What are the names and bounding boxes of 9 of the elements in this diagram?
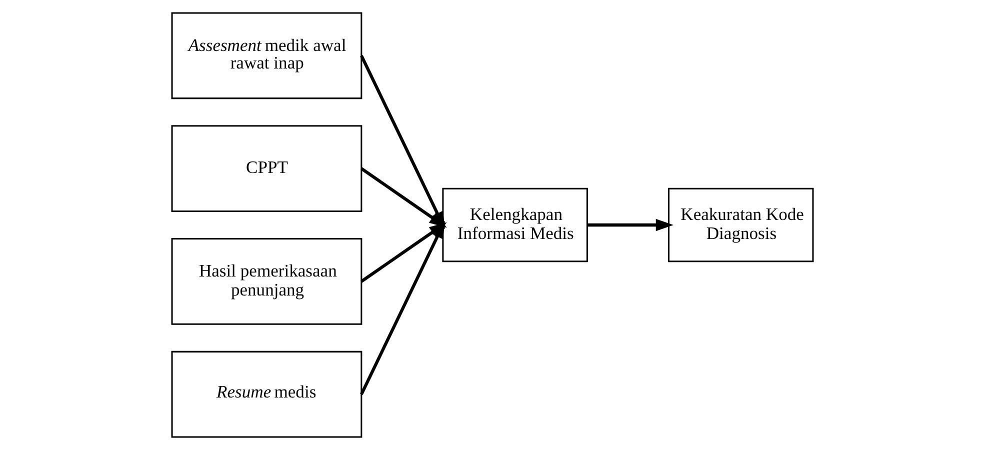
node-box: Hasil pemerikasaan penunjang (170, 238, 362, 325)
node-box: Kelengkapan Informasi Medis (442, 188, 588, 262)
arrow (586, 218, 673, 232)
arrow (360, 167, 446, 228)
node-box: CPPT (170, 125, 362, 212)
node-box: Assesment medik awal rawat inap (170, 12, 362, 100)
arrow (360, 220, 445, 396)
node-box: Resume medis (170, 350, 362, 438)
node-box: Keakuratan Kode Diagnosis (667, 188, 814, 262)
